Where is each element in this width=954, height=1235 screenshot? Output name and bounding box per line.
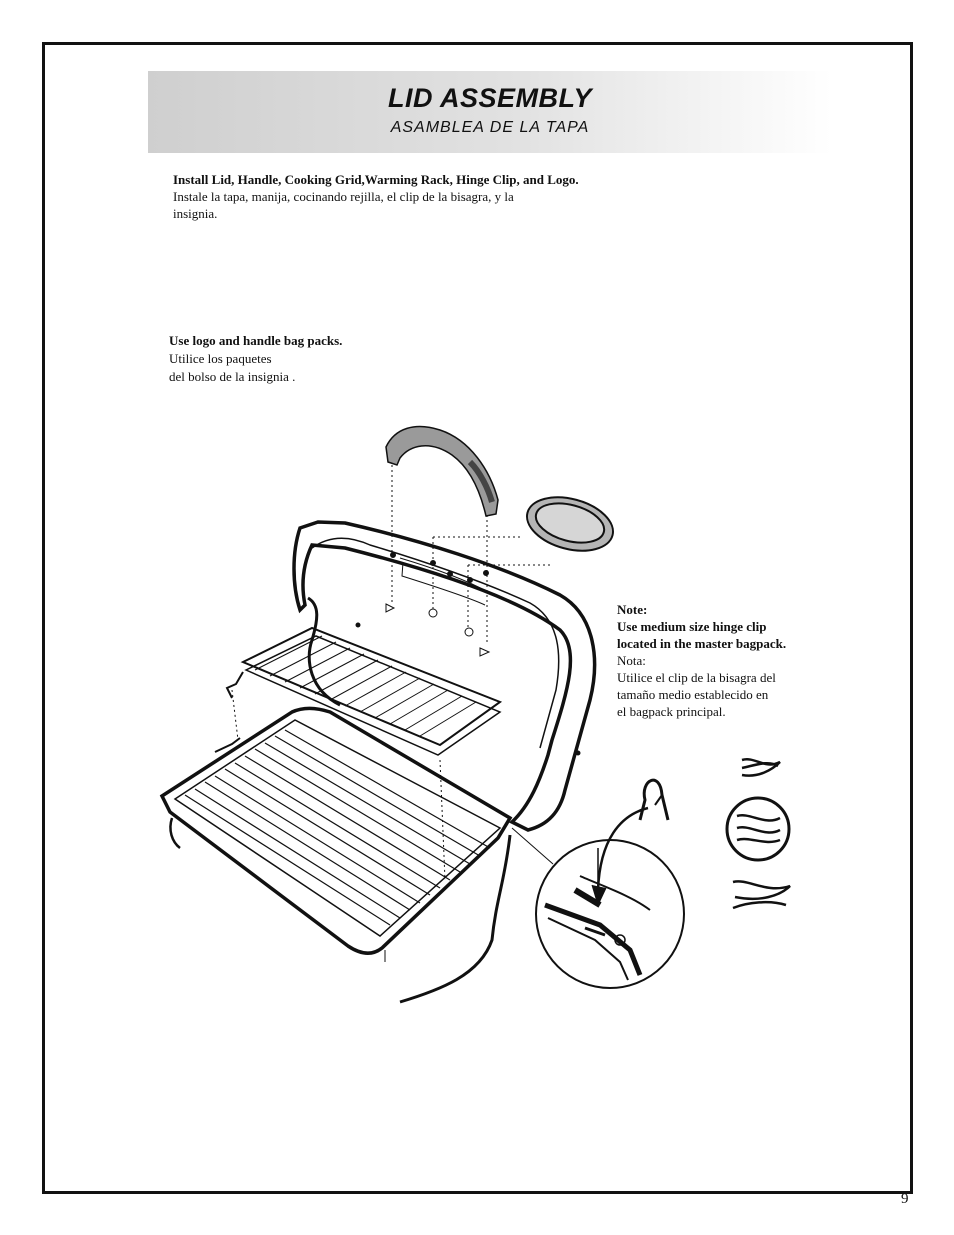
bag-pack-es-line1: Utilice los paquetes [169, 351, 272, 366]
bag-pack-es-line2: del bolso de la insignia . [169, 369, 296, 384]
section-header-banner: LID ASSEMBLY ASAMBLEA DE LA TAPA [148, 71, 832, 153]
bag-pack-en: Use logo and handle bag packs. [169, 333, 343, 348]
note-es-line2: tamaño medio establecido en [617, 687, 769, 702]
logo-plate-icon [526, 496, 614, 552]
cooking-grid-icon [159, 706, 513, 1004]
hinge-detail-icon [511, 827, 685, 989]
page-frame [42, 42, 913, 1194]
hinge-clip-size-options [725, 758, 791, 910]
instruction-en: Install Lid, Handle, Cooking Grid,Warmin… [173, 172, 579, 187]
hinge-clip-note: Note: Use medium size hinge clip located… [617, 601, 837, 720]
handle-icon [385, 425, 499, 517]
page-number: 9 [901, 1191, 909, 1207]
note-es-label: Nota: [617, 653, 646, 668]
note-en-line2: located in the master bagpack. [617, 636, 787, 651]
page-title: LID ASSEMBLY [387, 83, 592, 113]
bag-pack-instructions: Use logo and handle bag packs. Utilice l… [169, 332, 409, 386]
warming-rack-icon [225, 626, 503, 756]
instruction-es-line2: insignia. [173, 206, 218, 221]
note-en-line1: Use medium size hinge clip [617, 619, 767, 634]
grill-lid-icon [292, 520, 597, 832]
main-instructions: Install Lid, Handle, Cooking Grid,Warmin… [173, 171, 633, 222]
note-es-line1: Utilice el clip de la bisagra del [617, 670, 776, 685]
hinge-clip-icon [591, 778, 670, 907]
instruction-es-line1: Instale la tapa, manija, cocinando rejil… [173, 189, 514, 204]
note-es-line3: el bagpack principal. [617, 704, 726, 719]
note-label: Note: [617, 602, 648, 617]
page-subtitle: ASAMBLEA DE LA TAPA [390, 119, 590, 136]
